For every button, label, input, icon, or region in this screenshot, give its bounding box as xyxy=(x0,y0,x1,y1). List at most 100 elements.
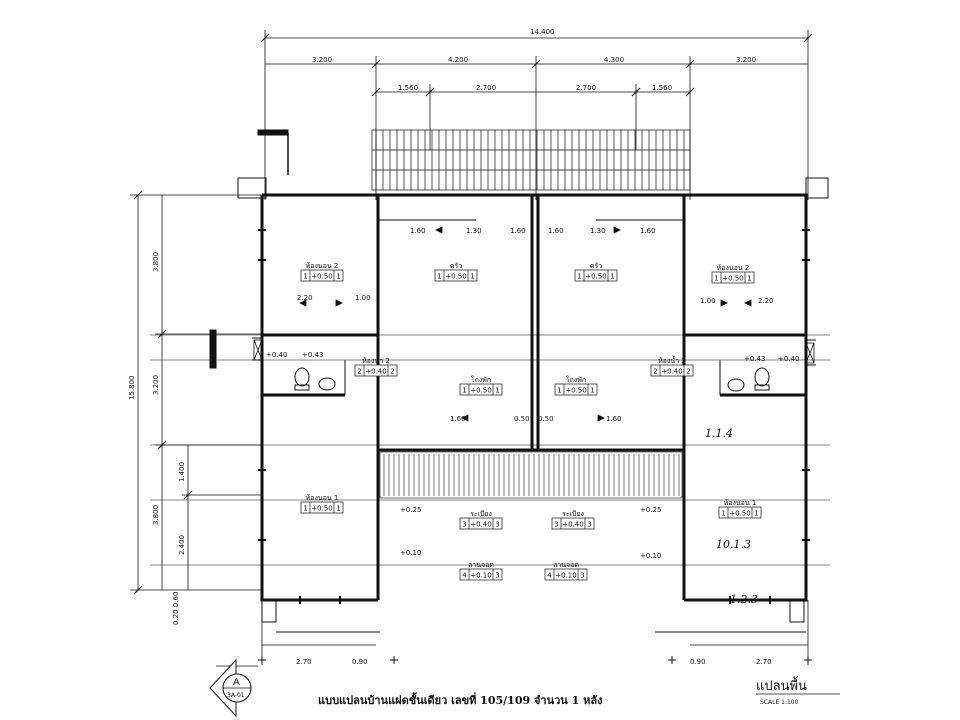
scale-text: SCALE 1:100 xyxy=(760,699,799,706)
room-tag-value: +0.40 xyxy=(661,368,682,376)
room-name: ห้องนอน 2 xyxy=(717,264,750,272)
dim-bottom-right-2: 2.70 xyxy=(756,658,772,666)
room-tag-box xyxy=(574,269,618,282)
dim-int-13: 0.50 xyxy=(538,415,554,423)
handwritten-note: 1.2.3 xyxy=(730,593,758,606)
room-tag-value: +0.50 xyxy=(470,387,491,395)
handwritten-note: 10.1.3 xyxy=(716,538,751,551)
level-labels: +0.40 +0.43 +0.43 +0.40 +0.25 +0.25 +0.1… xyxy=(266,351,799,560)
plan-label: แปลนพื้น xyxy=(756,676,807,694)
dim-int-2: 1.30 xyxy=(466,227,482,235)
room-tag-value: 2 xyxy=(653,368,657,376)
room-tag-value: +0.50 xyxy=(729,510,750,518)
dim-left-2: 3.200 xyxy=(152,375,160,395)
room-name: ห้องน้ำ 2 xyxy=(362,354,390,365)
flue-pipe xyxy=(209,129,289,369)
room-name: ห้องนอน 1 xyxy=(724,499,757,507)
handwritten-notes: 1.1.4 10.1.3 1.2.3 xyxy=(705,427,758,606)
dim-top-1: 3.200 xyxy=(312,56,332,64)
room-name: ลานจอด xyxy=(553,561,579,569)
room-tag-box xyxy=(551,517,595,530)
room-tag-box xyxy=(300,269,344,282)
room-tag-value: +0.50 xyxy=(565,387,586,395)
dim-left-inner-1: 1.400 xyxy=(178,462,186,482)
room-tag-box xyxy=(544,568,588,581)
room-tag-box xyxy=(354,364,398,377)
dim-top-4: 3.200 xyxy=(736,56,756,64)
room-tag-value: 3 xyxy=(462,521,466,529)
room-label: ครัว 1 +0.50 1 xyxy=(574,262,618,282)
dim-int-12: 0.50 xyxy=(514,415,530,423)
level-label: +0.40 xyxy=(778,355,799,363)
room-tag-value: 1 xyxy=(747,275,751,283)
room-tag-value: 3 xyxy=(495,572,499,580)
room-tag-value: 1 xyxy=(336,505,340,513)
room-tag-value: 1 xyxy=(721,510,725,518)
dim-left-3: 3.800 xyxy=(152,505,160,525)
dim-int-6: 1.60 xyxy=(640,227,656,235)
room-tag-value: 3 xyxy=(580,572,584,580)
room-tag-value: 1 xyxy=(462,387,466,395)
dim-bottom-right-1: 0.90 xyxy=(690,658,706,666)
room-name: ครัว xyxy=(450,262,462,270)
window-marks xyxy=(258,229,810,604)
room-tag-value: +0.50 xyxy=(585,273,606,281)
room-tag-box xyxy=(434,269,478,282)
room-tag-value: 1 xyxy=(610,273,614,281)
dim-int-8: 1.00 xyxy=(355,294,371,302)
room-tag-value: 1 xyxy=(590,387,594,395)
level-label: +0.40 xyxy=(266,351,287,359)
room-tag-value: 1 xyxy=(714,275,718,283)
level-label: +0.10 xyxy=(640,552,661,560)
grid-markers xyxy=(258,656,812,664)
section-sheet: 3A-01 xyxy=(227,692,245,699)
room-tag-value: 1 xyxy=(495,387,499,395)
dim-left-4: 0.20 0.60 xyxy=(172,592,180,625)
room-tag-value: +0.50 xyxy=(722,275,743,283)
room-tag-value: +0.40 xyxy=(470,521,491,529)
room-tag-value: 1 xyxy=(470,273,474,281)
level-label: +0.25 xyxy=(400,506,421,514)
toilet-fixtures xyxy=(294,367,770,392)
room-tag-box xyxy=(650,364,694,377)
room-tag-box xyxy=(459,517,503,530)
room-name: ครัว xyxy=(590,262,602,270)
dim-int-4: 1.60 xyxy=(548,227,564,235)
room-tag-value: 4 xyxy=(462,572,467,580)
room-name: ห้องน้ำ 2 xyxy=(658,354,686,365)
dim-bottom-left-2: 0.90 xyxy=(352,658,368,666)
room-tag-box xyxy=(459,383,503,396)
room-labels: ห้องนอน 2 1 +0.50 1 ครัว 1 +0.50 1 ครัว 1 +0.50 1 ห้… xyxy=(300,262,762,581)
room-tag-box xyxy=(300,501,344,514)
dim-left-1: 3.800 xyxy=(152,252,160,272)
room-tag-value: +0.40 xyxy=(562,521,583,529)
level-label: +0.43 xyxy=(744,355,765,363)
dim-overall-height: 15.800 xyxy=(128,376,136,401)
room-tag-value: 3 xyxy=(495,521,499,529)
room-tag-value: 1 xyxy=(336,273,340,281)
handwritten-note: 1.1.4 xyxy=(705,427,733,440)
section-letter: A xyxy=(233,677,240,688)
room-name: ระเบียง xyxy=(470,510,492,518)
room-tag-box xyxy=(718,506,762,519)
room-name: โถงพัก xyxy=(566,375,586,384)
room-tag-value: 1 xyxy=(577,273,581,281)
room-tag-value: 1 xyxy=(303,505,307,513)
dim-int-5: 1.30 xyxy=(590,227,606,235)
dim-second-4: 1.560 xyxy=(652,84,672,92)
dim-top-2: 4.200 xyxy=(448,56,468,64)
dimension-texts: 14.400 3.200 4.200 4.300 3.200 1.560 2.7… xyxy=(128,28,774,666)
drawing-title: แบบแปลนบ้านแฝดชั้นเดียว เลขที่ 105/109 จ… xyxy=(318,692,602,707)
dim-int-1: 1.60 xyxy=(410,227,426,235)
room-tag-value: 3 xyxy=(587,521,591,529)
